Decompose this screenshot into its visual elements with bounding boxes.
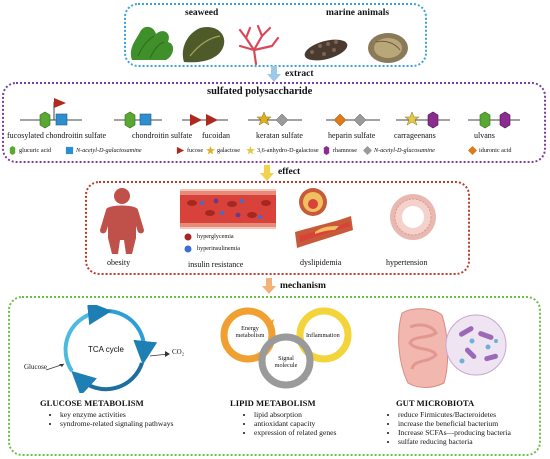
carrageenan-structure [396,111,450,129]
fucosylated-chondroitin-structure [20,98,82,129]
anhydro-galactose-star-icon [246,146,255,155]
glucose-bullet-item: syndrome-related signaling pathways [60,419,180,428]
iduronic-acid-diamond-icon [468,146,477,155]
tca-cycle-label: TCA cycle [88,345,125,354]
dyslipidemia-label: dyslipidemia [300,258,342,267]
acetyl-glucosamine-diamond-icon [363,146,372,155]
gut-bullet-item: increase the beneficial bacterium [398,419,548,428]
galactose-star-icon [206,146,215,155]
seaweed-label: seaweed [185,8,219,18]
mechanism-box [8,296,541,456]
polysaccharide-label-fucosylated-chondroitin: fucosylated chondroitin sulfate [7,131,107,140]
keratan-structure [248,111,302,127]
marine-animals-label: marine animals [326,8,390,18]
seaweed-images [130,24,280,66]
polysaccharide-label-ulvans: ulvans [474,131,495,140]
ulvan-structure [468,111,520,129]
legend-glucuric-acid: glucuric acid [8,146,51,155]
legend-iduronic-acid: iduronic acid [468,146,511,155]
legend-label: rhamnose [333,147,358,154]
legend-label: galactose [217,147,241,154]
lipid-rings-diagram [220,307,352,389]
fucoidan-structure [182,114,228,126]
hyperglycemia-label: hyperglycemia [197,233,234,240]
polysaccharide-label-heparin: heparin sulfate [328,131,376,140]
legend-label: N-acetyl-D-glucosamine [374,147,435,154]
rhamnose-hexagon-icon [323,146,330,155]
mechanism-arrow [262,278,276,294]
obesity-figure-icon [100,188,144,254]
glucose-input-label: Glucose [24,363,47,371]
sea-cucumber-image [304,39,348,61]
extract-arrow [267,66,281,82]
extract-label: extract [285,69,314,79]
legend-label: iduronic acid [479,147,512,154]
legend-label: 3,6-anhydro-D-galactose [257,147,319,154]
intestine-bacteria-icon [398,308,507,388]
legend-acetyl-galactosamine: N-acetyl-D-galactosamine [65,146,142,155]
polysaccharide-label-carrageenans: carrageenans [394,131,436,140]
chondroitin-structure [114,111,162,129]
inflammation-label: Inflammation [306,332,340,339]
polysaccharide-label-keratan: keratan sulfate [256,131,303,140]
effect-arrow [260,165,274,181]
lipid-bullet-item: lipid absorption [254,410,384,419]
sea-lettuce-image [130,26,174,60]
ring2-text: Signal molecule [274,355,298,369]
gut-bullet-item: reduce Firmicutes/Bacteroidetes [398,410,548,419]
glucose-bullet-item: key enzyme activities [60,410,180,419]
gut-microbiota-title: GUT MICROBIOTA [396,398,475,408]
effect-box [85,181,470,275]
lipid-bullet-item: antioxidant capacity [254,419,384,428]
artery-plaque-icon [295,188,353,248]
legend-fucose: fucose [176,146,203,155]
gut-bullet-item: Increase SCFAs—producing bacteria [398,428,548,437]
gut-bullets: reduce Firmicutes/Bacteroidetes increase… [388,410,548,446]
vessel-ring-icon [390,194,436,240]
co2-output-label: CO₂ [172,348,185,356]
lipid-bullets: lipid absorption antioxidant capacity ex… [244,410,384,437]
hyperglycemia-dot-icon [184,233,192,241]
legend-label: glucuric acid [19,147,52,154]
acetyl-galactosamine-square-icon [65,146,74,155]
polysaccharide-title: sulfated polysaccharide [207,86,313,97]
fucose-triangle-icon [176,146,185,155]
lipid-metabolism-title: LIPID METABOLISM [230,398,316,408]
polysaccharide-box [2,82,546,163]
legend-label: N-acetyl-D-galactosamine [76,147,142,154]
lipid-bullet-item: expression of related genes [254,428,384,437]
legend-label: fucose [187,147,204,154]
abalone-image [368,33,408,63]
insulin-resistance-label: insulin resistance [188,260,244,269]
marine-animal-images [304,33,408,63]
legend-acetyl-glucosamine: N-acetyl-D-glucosamine [363,146,435,155]
glucose-input-arrow [46,363,65,371]
effect-label: effect [278,167,301,177]
co2-output-arrow [150,351,170,357]
polysaccharide-label-fucoidan: fucoidan [202,131,230,140]
hypertension-label: hypertension [386,258,428,267]
blood-vessel-icon [180,189,276,229]
glucose-metabolism-title: GLUCOSE METABOLISM [40,398,144,408]
tca-cycle-diagram [63,305,158,393]
hyperinsulinemia-label: hyperinsulinemia [197,245,240,252]
glucose-bullets: key enzyme activities syndrome-related s… [50,410,180,428]
signal-molecule-label: Signal molecule [270,355,302,369]
energy-metabolism-label: Energy metabolism [232,325,268,339]
red-seaweed-image [238,24,280,66]
glucuric-acid-hexagon-icon [9,146,16,155]
hyperinsulinemia-dot-icon [184,245,192,253]
obesity-label: obesity [107,258,131,267]
gut-bullet-item: sulfate reducing bacteria [398,437,548,446]
legend-rhamnose: rhamnose [322,146,357,155]
mechanism-label: mechanism [280,281,326,291]
kelp-image [182,26,225,63]
polysaccharide-label-chondroitin: chondroitin sulfate [132,131,193,140]
legend-anhydro-galactose: 3,6-anhydro-D-galactose [246,146,319,155]
ring1-text: Energy metabolism [235,325,265,339]
polysaccharide-structures [20,98,520,129]
legend-galactose: galactose [206,146,240,155]
heparin-structure [326,113,380,127]
